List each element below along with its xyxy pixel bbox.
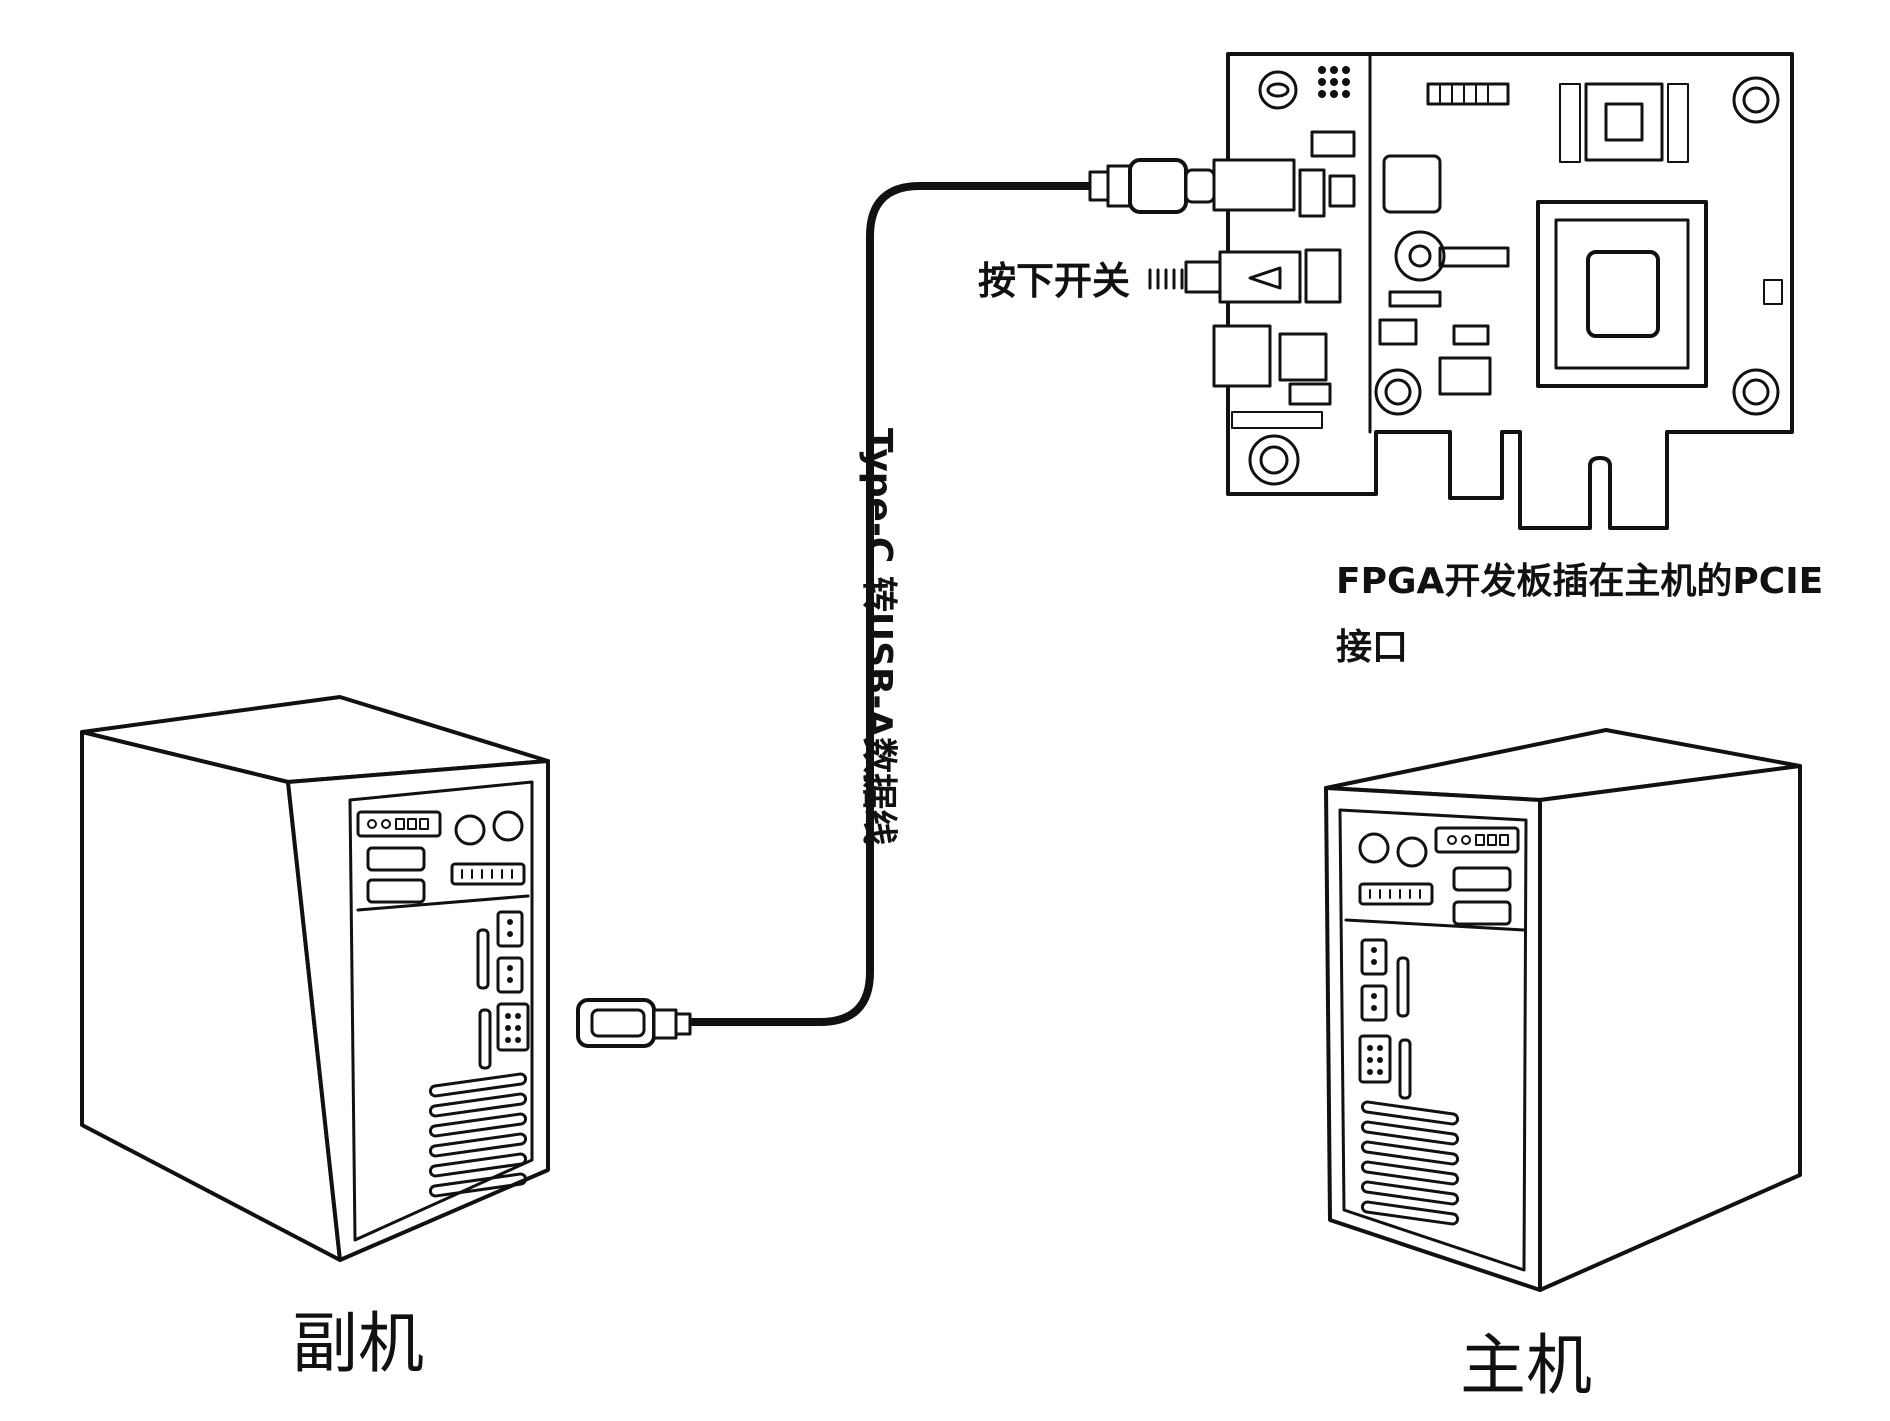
secondary-pc-tower-icon <box>82 697 548 1260</box>
main-pc-label: 主机 <box>1460 1312 1592 1408</box>
cable-label: Type-C 转USB-A数据线 <box>856 428 908 845</box>
main-pc-tower-icon <box>1326 730 1800 1290</box>
switch-label: 按下开关 <box>978 250 1130 305</box>
fpga-board-label-line1: FPGA开发板插在主机的PCIE <box>1336 552 1823 604</box>
fpga-board-icon <box>1150 54 1792 528</box>
fpga-board-label-line2: 接口 <box>1336 618 1408 670</box>
usb-a-plug-icon <box>578 1000 690 1046</box>
type-c-plug-icon <box>1090 160 1214 212</box>
secondary-pc-label: 副机 <box>292 1290 424 1386</box>
